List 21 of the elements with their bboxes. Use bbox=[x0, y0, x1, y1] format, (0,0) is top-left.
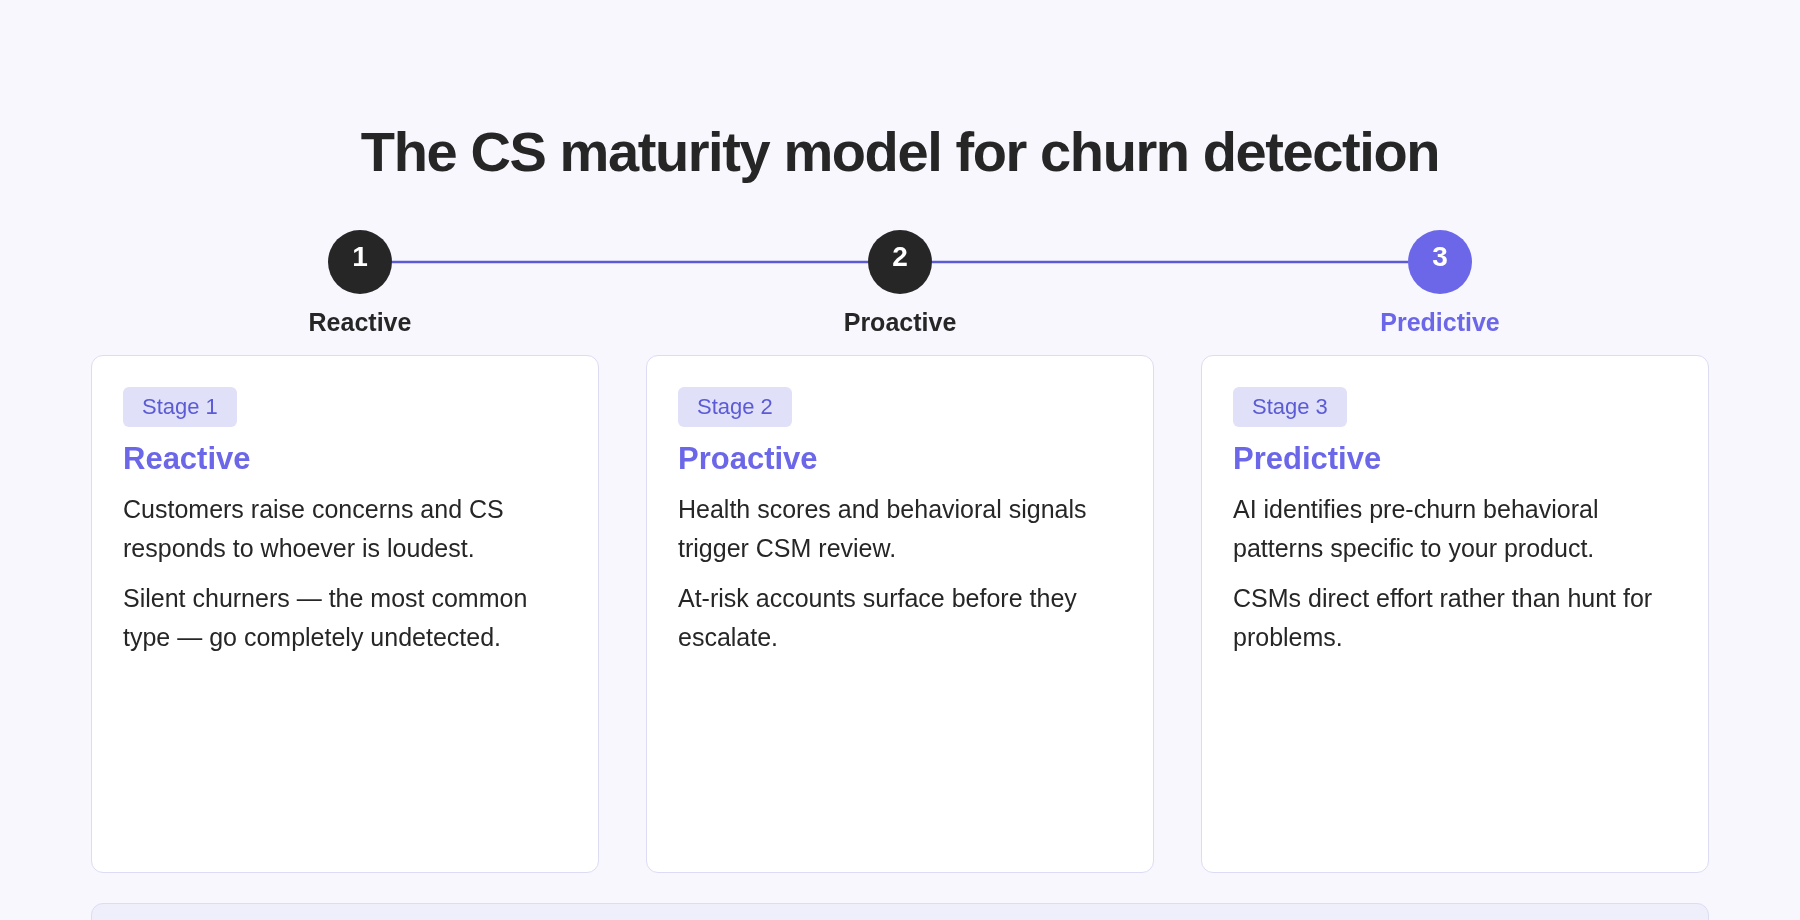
stage-card bbox=[1201, 355, 1709, 873]
connector-line bbox=[932, 260, 1408, 264]
title: The CS maturity model for churn detection bbox=[359, 119, 1441, 185]
stage-badge: Stage 1 bbox=[123, 387, 237, 427]
stage-description: At-risk accounts surface before they escalate. bbox=[678, 583, 1078, 653]
stage-heading: Predictive bbox=[1233, 440, 1383, 478]
step-label: Proactive bbox=[842, 307, 958, 338]
stage-card bbox=[91, 355, 599, 873]
stage-description: Customers raise concerns and CS responds to whoever is loudest. bbox=[123, 494, 505, 564]
step-label: Reactive bbox=[307, 307, 413, 338]
stage-heading: Proactive bbox=[678, 440, 819, 478]
connector-line bbox=[392, 260, 868, 264]
step-label: Predictive bbox=[1379, 307, 1501, 338]
stage-card bbox=[646, 355, 1154, 873]
stage-description: CSMs direct effort rather than hunt for problems. bbox=[1233, 583, 1654, 653]
stage-description: Silent churners — the most common type — go completely undetected. bbox=[123, 583, 529, 653]
stage-description: AI identifies pre-churn behavioral patterns specific to your product. bbox=[1233, 494, 1600, 564]
stage-badge: Stage 2 bbox=[678, 387, 792, 427]
stage-description: Health scores and behavioral signals trigger CSM review. bbox=[678, 494, 1088, 564]
stage-badge: Stage 3 bbox=[1233, 387, 1347, 427]
stage-heading: Reactive bbox=[123, 440, 252, 478]
